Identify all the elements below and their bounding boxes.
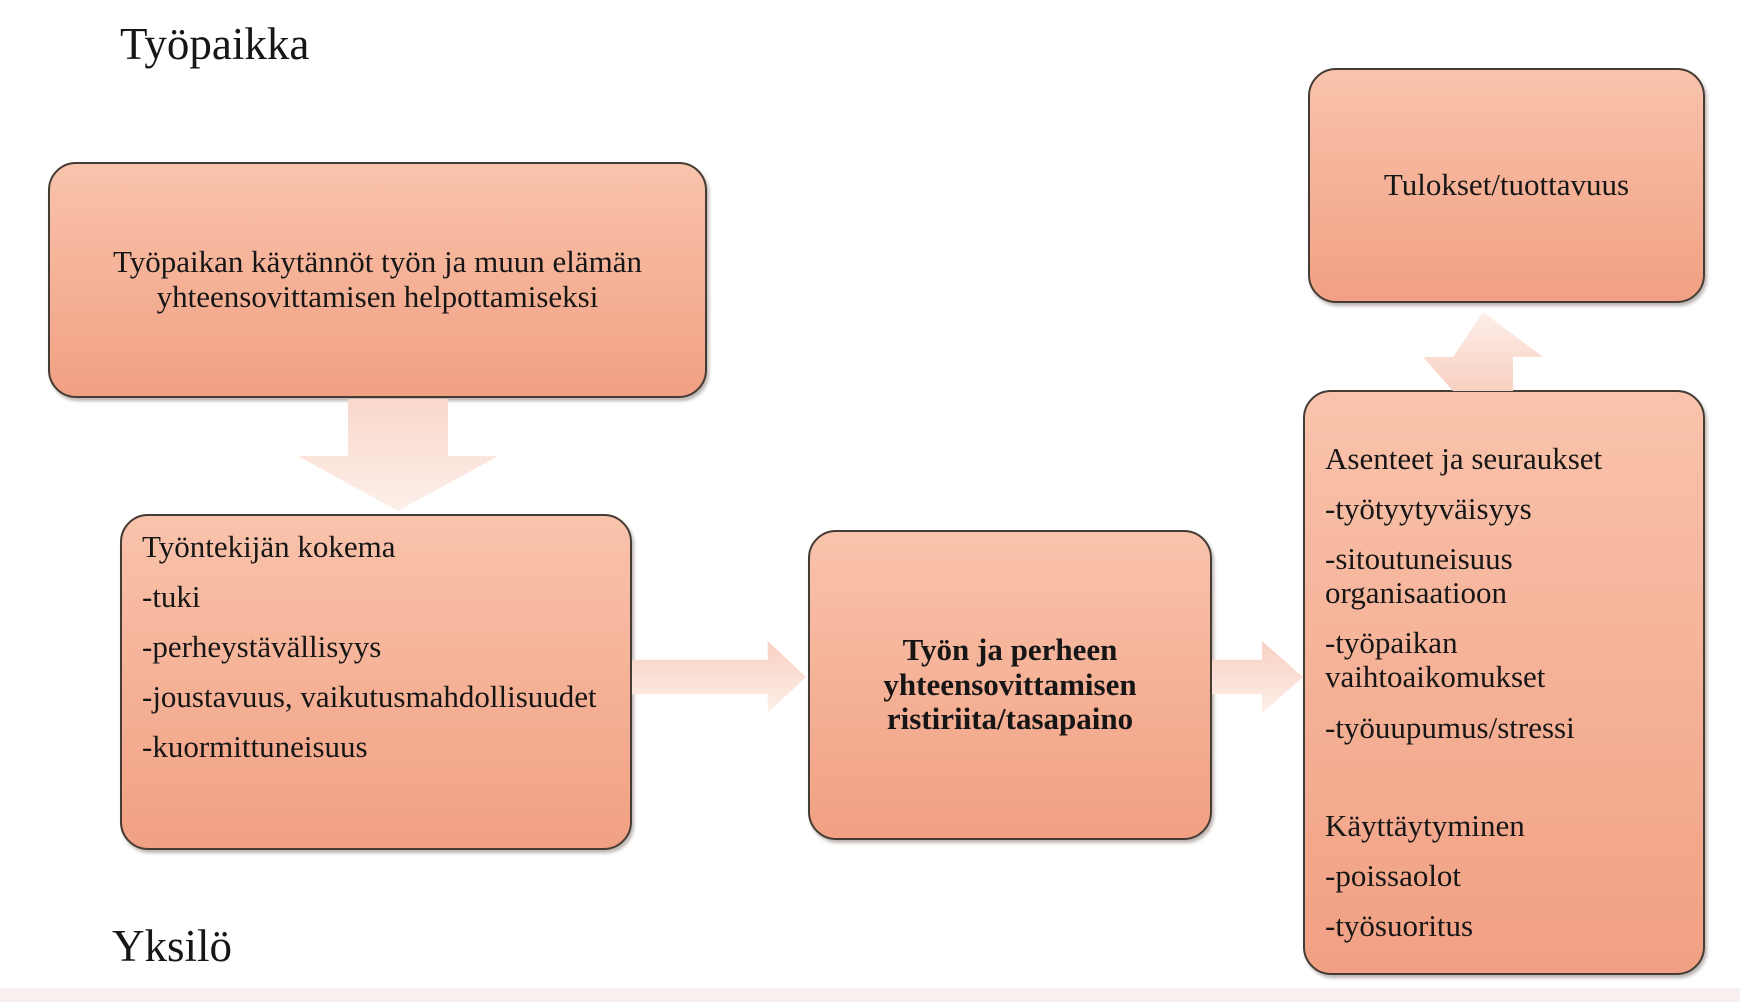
arrow-right-icon bbox=[632, 641, 806, 713]
behavior-list-item: -työsuoritus bbox=[1325, 907, 1474, 943]
employee-list-item: -tuki bbox=[142, 579, 201, 615]
employee-experience-box: Työntekijän kokema -tuki -perheystävälli… bbox=[120, 514, 632, 850]
individual-label: Yksilö bbox=[112, 921, 233, 971]
outcomes-list-item: -sitoutuneisuus organisaatioon bbox=[1325, 541, 1513, 611]
employee-list-item: -joustavuus, vaikutusmahdollisuudet bbox=[142, 679, 597, 715]
results-productivity-box: Tulokset/tuottavuus bbox=[1308, 68, 1705, 303]
workplace-practices-box: Työpaikan käytännöt työn ja muun elämän … bbox=[48, 162, 707, 398]
conflict-text-line: Työn ja perheen bbox=[902, 631, 1118, 667]
outcomes-blank-line bbox=[1325, 761, 1683, 809]
workplace-label: Työpaikka bbox=[120, 19, 310, 69]
arrow-down-icon bbox=[298, 399, 498, 511]
conflict-text-line: ristiriita/tasapaino bbox=[886, 701, 1134, 737]
employee-list-item: -kuormittuneisuus bbox=[142, 729, 368, 765]
outcomes-list-item: -työuupumus/stressi bbox=[1325, 709, 1575, 745]
outcomes-list-item: -työpaikan vaihtoaikomukset bbox=[1325, 625, 1546, 695]
behavior-subtitle: Käyttäytyminen bbox=[1325, 807, 1525, 843]
arrow-right-icon bbox=[1212, 641, 1303, 713]
outcomes-box-title: Asenteet ja seuraukset bbox=[1325, 441, 1603, 476]
behavior-list-item: -poissaolot bbox=[1325, 857, 1462, 893]
employee-box-title: Työntekijän kokema bbox=[142, 529, 396, 564]
conflict-text-line: yhteensovittamisen bbox=[883, 666, 1137, 702]
results-text: Tulokset/tuottavuus bbox=[1383, 167, 1630, 203]
attitudes-outcomes-box: Asenteet ja seuraukset -työtyytyväisyys … bbox=[1303, 390, 1705, 975]
practices-text-line: Työpaikan käytännöt työn ja muun elämän bbox=[113, 244, 642, 280]
arrow-up-icon bbox=[1423, 312, 1543, 391]
work-family-conflict-box: Työn ja perheen yhteensovittamisen risti… bbox=[808, 530, 1212, 840]
practices-text-line: yhteensovittamisen helpottamiseksi bbox=[156, 279, 599, 314]
outcomes-list-item: -työtyytyväisyys bbox=[1325, 491, 1532, 527]
employee-list-item: -perheystävällisyys bbox=[142, 629, 382, 665]
slide-edge-strip bbox=[0, 988, 1740, 1002]
